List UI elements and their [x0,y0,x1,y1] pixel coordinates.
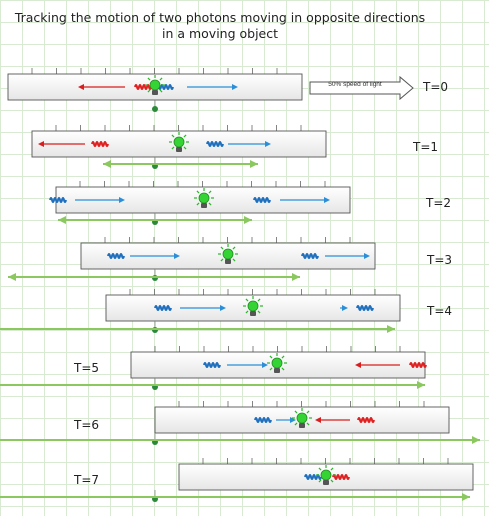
ground-arrow [0,325,395,333]
arrow-right-icon [325,253,370,259]
arrow-left-icon [38,141,85,147]
ground-arrow [58,216,252,224]
wave-photon-icon [107,253,125,259]
wave-photon-icon [203,362,221,368]
lightbulb-icon [267,353,287,373]
time-label-7: T=7 [74,473,100,487]
wave-photon-icon [357,417,375,423]
arrow-right-icon [187,84,238,90]
wave-photon-icon [156,84,174,90]
arrow-right-icon [276,417,296,423]
lightbulb-icon [292,408,312,428]
wave-photon-icon [356,305,374,311]
lightbulb-icon [243,296,263,316]
ground-arrow [0,493,470,501]
wave-photon-icon [154,305,172,311]
arrow-right-icon [130,253,180,259]
arrow-right-icon [180,305,226,311]
ground-arrow [0,381,425,389]
time-label-5: T=5 [74,361,100,375]
arrow-right-icon [227,362,268,368]
time-label-2: T=2 [426,196,452,210]
wave-photon-icon [49,197,67,203]
time-label-0: T=0 [423,80,449,94]
arrow-left-icon [315,417,350,423]
ground-arrow-head [103,160,111,168]
wave-photon-icon [254,417,272,423]
lightbulb-icon [316,465,336,485]
lightbulb-icon [218,244,238,264]
title-line-1: Tracking the motion of two photons movin… [14,10,426,25]
ground-arrow [103,160,258,168]
speed-label: 50% speed of light [328,81,382,88]
wave-photon-icon [206,141,224,147]
wave-photon-icon [134,84,152,90]
wave-photon-icon [409,362,427,368]
time-label-3: T=3 [427,253,453,267]
ground-arrow [0,436,480,444]
arrow-right-icon [228,141,271,147]
lightbulb-icon [194,188,214,208]
ground-arrow-head [58,216,66,224]
arrow-left-icon [78,84,125,90]
lightbulb-icon [169,132,189,152]
arrow-right-icon [75,197,125,203]
arrow-right-icon [340,305,348,311]
time-label-4: T=4 [427,304,453,318]
diagram-title: Tracking the motion of two photons movin… [0,10,440,42]
time-label-6: T=6 [74,418,100,432]
wave-photon-icon [301,253,319,259]
time-label-1: T=1 [413,140,439,154]
ground-marker [152,106,158,112]
ground-arrow [8,273,300,281]
title-line-2: in a moving object [161,26,279,41]
lightbulb-icon [145,75,165,95]
ground-arrow-head [8,273,16,281]
wave-photon-icon [91,141,109,147]
wave-photon-icon [253,197,271,203]
speed-arrow-icon [309,75,414,101]
arrow-right-icon [280,197,330,203]
arrow-left-icon [355,362,400,368]
wave-photon-icon [332,474,350,480]
